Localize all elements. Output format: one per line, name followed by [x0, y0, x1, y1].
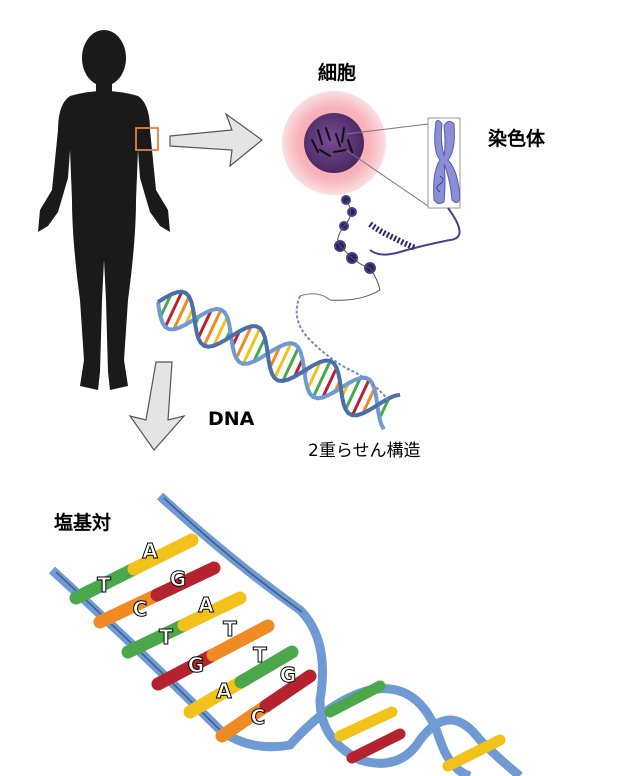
dna-label: DNA — [208, 408, 255, 430]
base-pair-rung — [344, 377, 362, 410]
base-pair-rung — [321, 367, 338, 399]
backbone-strand — [156, 289, 401, 418]
base-segment — [127, 533, 199, 576]
base-pair-rung — [281, 347, 300, 382]
arrow-down-icon — [128, 361, 186, 451]
base-pair-rung — [361, 387, 376, 415]
double-helix-label: 2重らせん構造 — [308, 441, 421, 461]
base-letter-top: T — [253, 643, 267, 667]
base-pair-rung — [159, 293, 173, 318]
coil-tail — [295, 295, 389, 401]
base-letter-bottom: T — [97, 573, 111, 597]
base-pair-rung — [212, 316, 229, 347]
backbone-strand — [156, 301, 386, 431]
base-pair-rung — [273, 342, 293, 379]
base-pair-rung — [172, 295, 191, 331]
human-silhouette — [38, 30, 170, 390]
chromosome-label: 染色体 — [488, 128, 546, 150]
base-pair-rung — [163, 291, 184, 328]
base-letter-bottom: C — [133, 597, 148, 621]
base-segment — [69, 562, 141, 605]
base-segment — [259, 669, 317, 713]
base-segment — [177, 591, 247, 632]
base-segment — [215, 699, 273, 743]
backbone-edge — [163, 497, 303, 613]
base-letter-bottom: T — [159, 625, 173, 649]
base-pair-rung — [351, 378, 371, 416]
base-pair-rung — [202, 308, 223, 347]
base-pair-label: 塩基対 — [54, 512, 112, 534]
base-letter-bottom: A — [216, 679, 232, 703]
base-pair-rung — [196, 309, 213, 339]
cell-label: 細胞 — [318, 62, 357, 84]
highlight-box — [135, 127, 159, 151]
base-pair-rung — [378, 397, 391, 419]
base-pair-rung — [311, 360, 332, 398]
base-letter-bottom: G — [188, 653, 204, 677]
base-letter-top: A — [198, 593, 214, 617]
base-segment — [183, 675, 248, 719]
base-pair-rung — [241, 327, 262, 365]
zoom-lines — [345, 117, 461, 209]
base-segment — [334, 706, 398, 742]
chromosome-illustration — [433, 119, 461, 205]
base-pair-rung — [252, 337, 267, 363]
small-double-helix — [156, 289, 401, 431]
base-pair-rung — [268, 345, 282, 369]
base-segment — [234, 645, 299, 689]
base-pair-rung — [234, 325, 253, 360]
base-segment — [93, 588, 164, 629]
base-segment — [346, 728, 406, 764]
base-segment — [442, 734, 506, 772]
base-letter-top: G — [170, 567, 186, 591]
base-segment — [324, 680, 386, 718]
base-letter-bottom: C — [251, 705, 266, 729]
base-segment — [206, 619, 275, 662]
chromatin-fiber — [299, 195, 461, 301]
cell-illustration — [282, 91, 386, 195]
base-pair-rung — [306, 361, 322, 390]
arrow-right-icon — [169, 112, 263, 168]
base-letter-top: G — [280, 663, 296, 687]
base-segment — [121, 618, 191, 659]
base-letter-top: A — [142, 539, 158, 563]
base-segment — [151, 648, 220, 691]
base-segment — [150, 561, 221, 602]
base-letter-top: T — [223, 617, 237, 641]
